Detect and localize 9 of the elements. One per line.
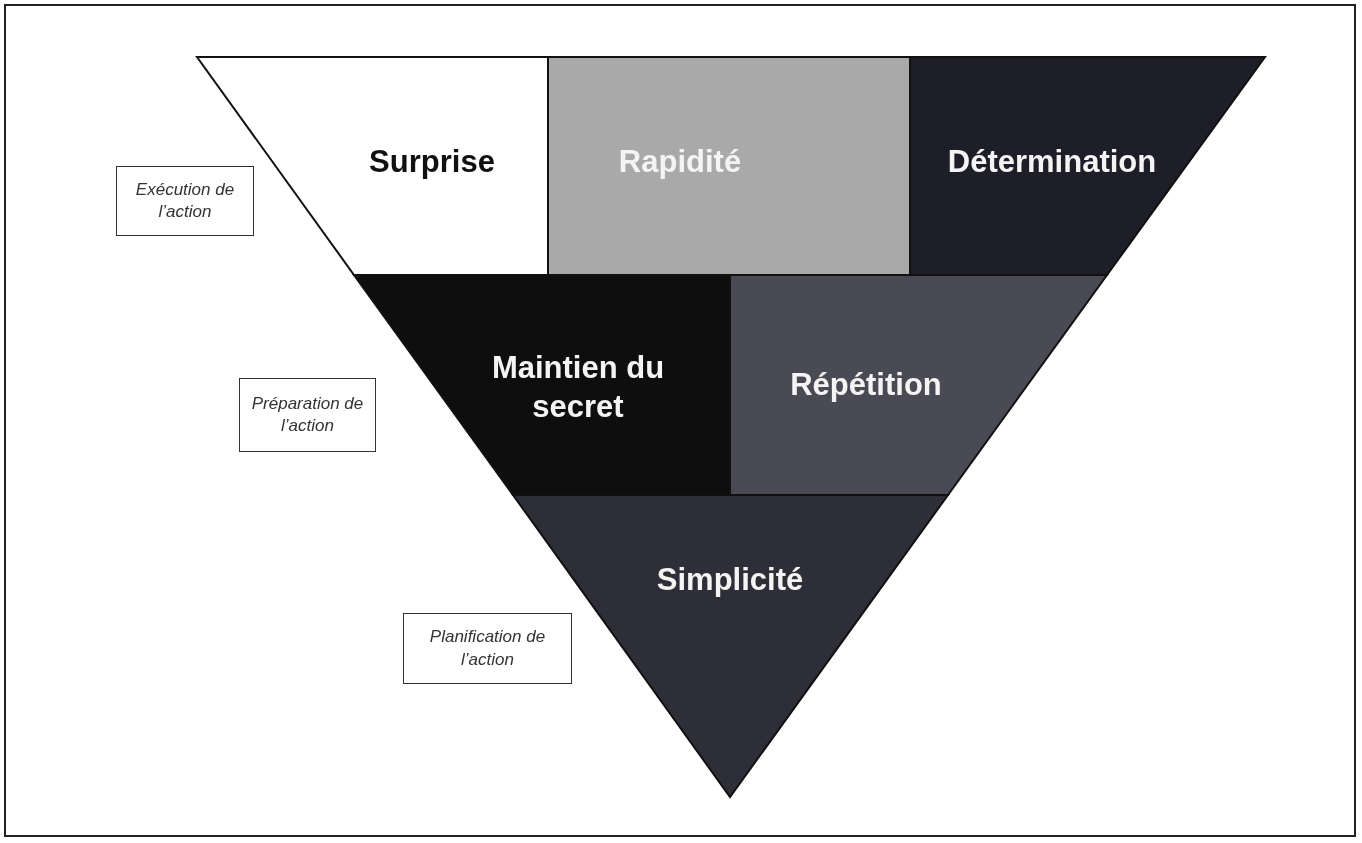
segment-label: Rapidité [618,142,742,181]
level-label: Exécution de l’action [116,166,254,236]
segment-label: Détermination [947,142,1157,181]
segment-label: Surprise [369,142,495,181]
level-label: Planification de l’action [403,613,572,684]
segment-label: Simplicité [656,560,804,599]
segment-label: Maintien du secret [490,349,666,426]
segment-label: Répétition [790,365,942,404]
level-label: Préparation de l’action [239,378,376,452]
